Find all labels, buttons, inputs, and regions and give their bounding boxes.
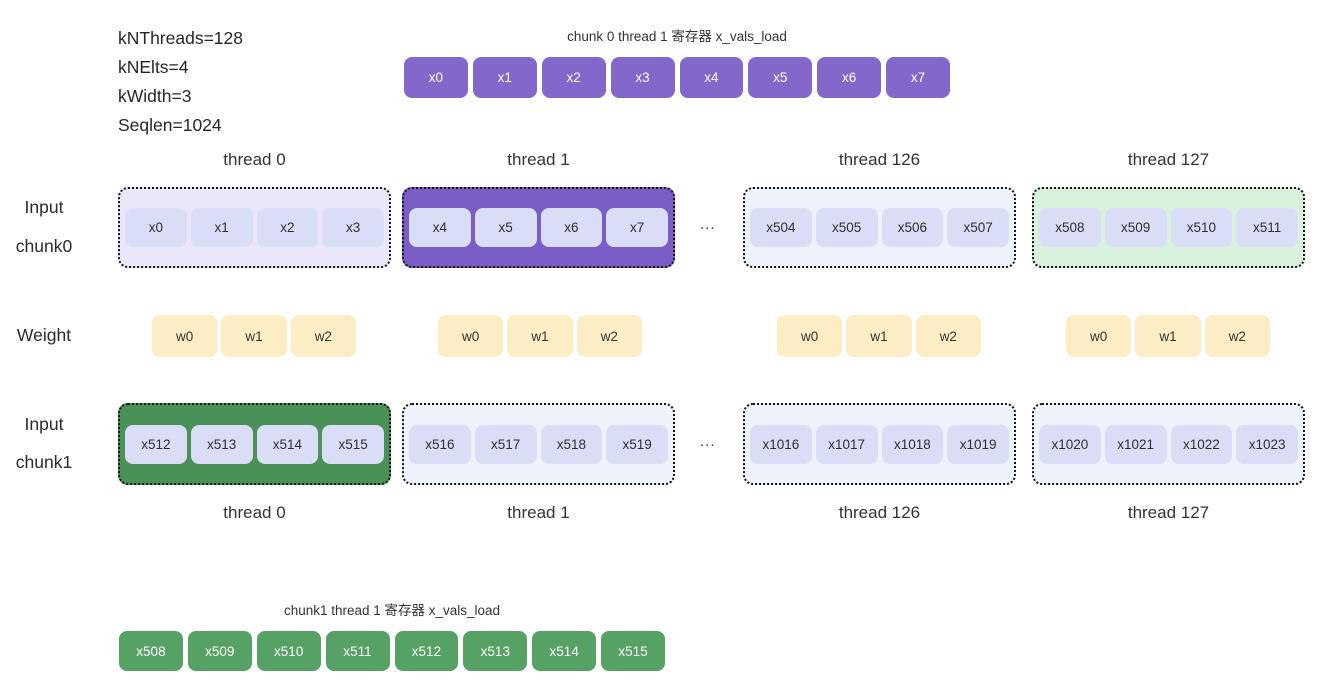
- register-cell: x2: [541, 57, 606, 98]
- input-cell: x511: [1236, 208, 1298, 247]
- input-cell: x5: [474, 208, 537, 247]
- input-cell: x516: [409, 424, 471, 464]
- input-cell: x513: [190, 424, 253, 464]
- top-register-caption: chunk 0 thread 1 寄存器 x_vals_load: [567, 29, 787, 44]
- chunk0-thread1-label: thread 1: [507, 150, 570, 169]
- input-cell: x512: [125, 424, 187, 464]
- chunk0-row-label-input: Input: [24, 197, 64, 217]
- register-cell: x515: [601, 631, 665, 671]
- kernel-params: kNThreads=128 kNElts=4 kWidth=3 Seqlen=1…: [118, 24, 243, 140]
- register-cell: x514: [532, 631, 597, 671]
- register-cell: x509: [187, 631, 252, 671]
- input-cell: x1021: [1104, 424, 1167, 464]
- chunk1-row-label-chunk: chunk1: [15, 452, 73, 472]
- chunk1-thread1-label: thread 1: [507, 503, 570, 522]
- chunk0-thread126-label: thread 126: [838, 150, 921, 169]
- register-cell: x5: [748, 57, 813, 98]
- param-knthreads: kNThreads=128: [118, 28, 244, 48]
- param-kwidth: kWidth=3: [118, 86, 192, 106]
- input-cell: x514: [256, 424, 319, 464]
- input-cell: x1020: [1039, 424, 1101, 464]
- input-cell: x2: [256, 208, 319, 247]
- register-cell: x512: [394, 631, 459, 671]
- input-cell: x519: [606, 424, 668, 464]
- chunk1-thread127-label: thread 127: [1127, 503, 1210, 522]
- weight-cell: w0: [438, 315, 504, 357]
- register-cell: x508: [119, 631, 183, 671]
- input-cell: x1018: [881, 424, 944, 464]
- weight-row-label: Weight: [16, 325, 72, 345]
- register-cell: x1: [472, 57, 537, 98]
- chunk1-thread0-label: thread 0: [223, 503, 286, 522]
- chunk0-ellipsis: ...: [700, 216, 716, 233]
- input-cell: x507: [947, 208, 1009, 247]
- chunk1-thread126-label: thread 126: [838, 503, 921, 522]
- chunk1-row-label-input: Input: [24, 414, 64, 434]
- input-cell: x7: [606, 208, 668, 247]
- input-cell: x517: [474, 424, 537, 464]
- weight-cell: w2: [915, 315, 981, 357]
- weight-cell: w0: [152, 315, 218, 357]
- weight-cell: w0: [777, 315, 843, 357]
- input-cell: x1: [190, 208, 253, 247]
- input-cell: x1016: [750, 424, 812, 464]
- weight-cell: w2: [1204, 315, 1270, 357]
- bottom-register-caption: chunk1 thread 1 寄存器 x_vals_load: [283, 603, 501, 618]
- input-cell: x508: [1039, 208, 1101, 247]
- weight-cell: w2: [290, 315, 356, 357]
- weight-cell: w1: [221, 315, 287, 357]
- weight-cell: w1: [846, 315, 912, 357]
- register-cell: x4: [679, 57, 744, 98]
- input-cell: x1023: [1236, 424, 1298, 464]
- input-cell: x1017: [815, 424, 878, 464]
- register-cell: x513: [463, 631, 528, 671]
- input-cell: x515: [322, 424, 384, 464]
- param-seqlen: Seqlen=1024: [118, 115, 222, 135]
- chunk0-thread0-label: thread 0: [223, 150, 286, 169]
- input-cell: x509: [1104, 208, 1167, 247]
- weight-cell: w2: [576, 315, 642, 357]
- weight-cell: w1: [507, 315, 573, 357]
- param-knelts: kNElts=4: [118, 57, 189, 77]
- chunk0-row-label-chunk: chunk0: [15, 236, 73, 256]
- chunk1-ellipsis: ...: [700, 433, 716, 450]
- input-cell: x510: [1170, 208, 1233, 247]
- register-cell: x510: [256, 631, 321, 671]
- input-cell: x4: [409, 208, 471, 247]
- input-cell: x0: [125, 208, 187, 247]
- chunk0-thread127-label: thread 127: [1127, 150, 1210, 169]
- input-cell: x3: [322, 208, 384, 247]
- register-cell: x3: [610, 57, 675, 98]
- register-cell: x6: [817, 57, 882, 98]
- register-cell: x511: [325, 631, 390, 671]
- input-cell: x504: [750, 208, 812, 247]
- input-cell: x6: [540, 208, 603, 247]
- input-cell: x1019: [947, 424, 1009, 464]
- input-cell: x505: [815, 208, 878, 247]
- input-cell: x506: [881, 208, 944, 247]
- register-cell: x0: [404, 57, 468, 98]
- register-cell: x7: [886, 57, 950, 98]
- weight-cell: w1: [1135, 315, 1201, 357]
- input-cell: x1022: [1170, 424, 1233, 464]
- input-cell: x518: [540, 424, 603, 464]
- weight-cell: w0: [1066, 315, 1132, 357]
